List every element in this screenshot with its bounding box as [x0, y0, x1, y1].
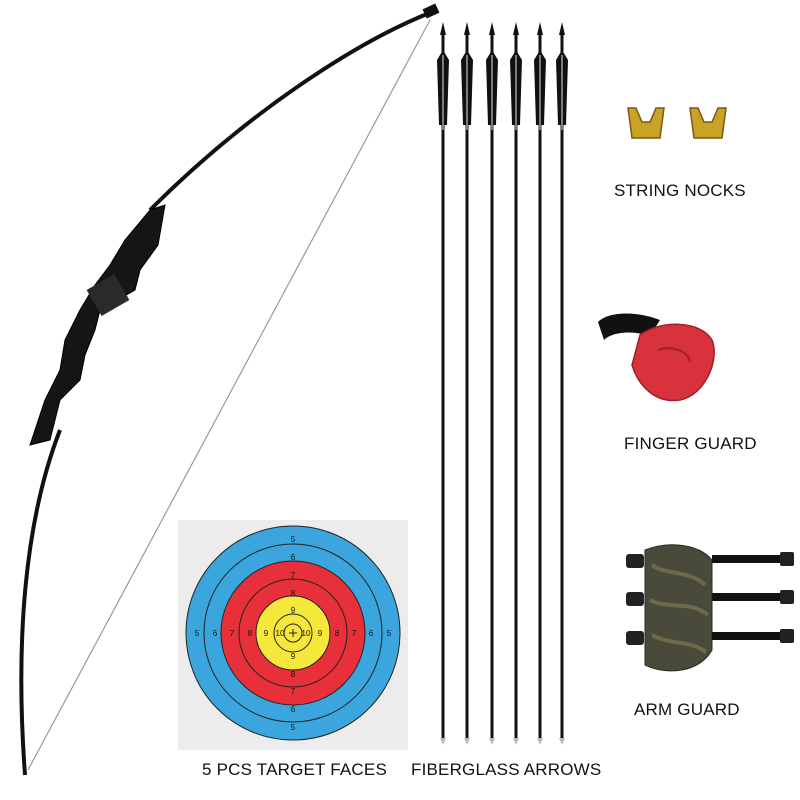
- ring-number: 5: [291, 723, 296, 732]
- ring-number: 6: [291, 553, 296, 562]
- bow-riser: [29, 204, 166, 446]
- ring-number: 9: [264, 629, 269, 638]
- ring-number: 5: [195, 629, 200, 638]
- bow-lower-limb: [19, 429, 62, 776]
- string-nocks: [627, 107, 727, 139]
- arrow: [461, 22, 473, 745]
- string-nock-icon: [689, 107, 727, 139]
- buckle-icon: [780, 552, 794, 566]
- ring-number: 6: [291, 705, 296, 714]
- buckle-icon: [780, 629, 794, 643]
- string-nock-icon: [627, 107, 665, 139]
- ring-number: 5: [387, 629, 392, 638]
- ring-number: 7: [291, 687, 296, 696]
- bow-tip-top: [422, 3, 440, 19]
- ring-number: 9: [318, 629, 323, 638]
- ring-number: 5: [291, 535, 296, 544]
- target-faces-label: 5 PCS TARGET FACES: [202, 760, 387, 779]
- bow-string: [27, 19, 431, 771]
- target-face: 5 6 7 8 9 9 8 7 6 5 5 6 7 8 9 10 10 9 8 …: [178, 520, 408, 750]
- target-inner-ring: [283, 623, 303, 643]
- ring-number: 6: [213, 629, 218, 638]
- ring-number: 7: [291, 571, 296, 580]
- buckle-icon: [626, 631, 644, 645]
- buckle-icon: [626, 554, 644, 568]
- arrow: [437, 22, 449, 745]
- ring-number: 10: [276, 629, 285, 638]
- arrow: [534, 22, 546, 745]
- recurve-bow: [19, 3, 440, 776]
- arm-guard-strap: [712, 555, 784, 563]
- ring-number: 6: [369, 629, 374, 638]
- ring-number: 7: [352, 629, 357, 638]
- arm-guard-strap: [712, 632, 784, 640]
- ring-number: 10: [302, 629, 311, 638]
- arrow: [556, 22, 568, 745]
- ring-number: 8: [248, 629, 253, 638]
- arrows: [437, 22, 568, 745]
- ring-number: 8: [291, 589, 296, 598]
- ring-number: 9: [291, 652, 296, 661]
- finger-guard-tab: [631, 323, 715, 402]
- buckle-icon: [780, 590, 794, 604]
- arrow: [510, 22, 522, 745]
- arm-guard-strap: [712, 593, 784, 601]
- ring-number: 8: [335, 629, 340, 638]
- bow-upper-limb: [148, 10, 433, 212]
- arm-guard-body: [644, 544, 713, 672]
- fiberglass-arrows-label: FIBERGLASS ARROWS: [411, 760, 602, 779]
- finger-guard-label: FINGER GUARD: [624, 434, 757, 453]
- ring-number: 9: [291, 606, 296, 615]
- ring-number: 8: [291, 670, 296, 679]
- arrow: [486, 22, 498, 745]
- bow-grip: [86, 274, 130, 316]
- arm-guard-label: ARM GUARD: [634, 700, 740, 719]
- string-nocks-label: STRING NOCKS: [614, 181, 746, 200]
- ring-number: 7: [230, 629, 235, 638]
- finger-guard: [598, 313, 715, 402]
- buckle-icon: [626, 592, 644, 606]
- arm-guard: [626, 544, 794, 672]
